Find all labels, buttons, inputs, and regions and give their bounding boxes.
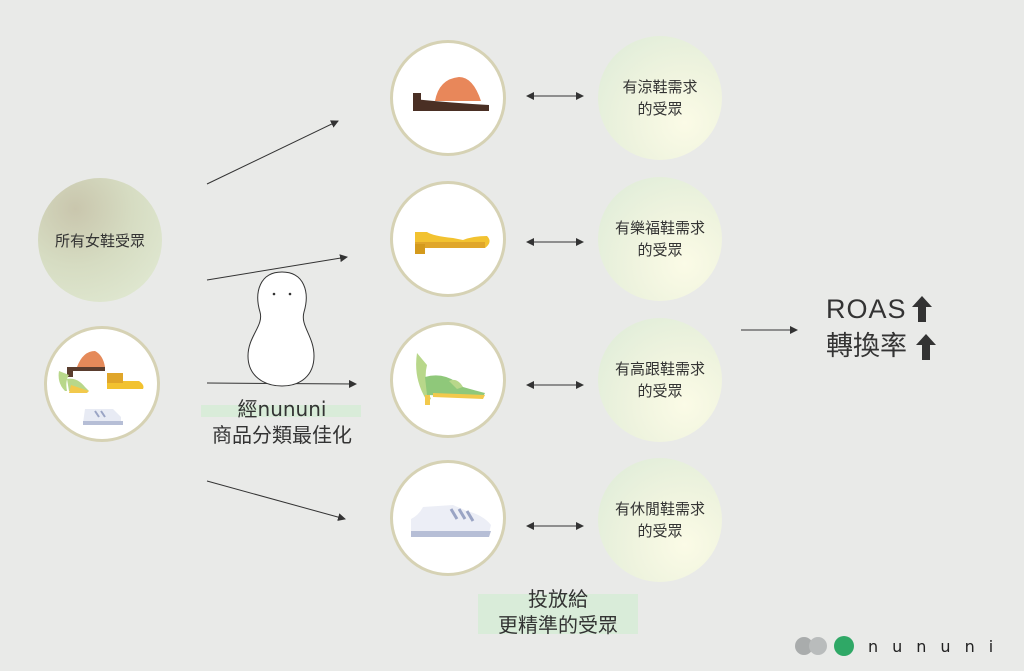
sandal-circle — [390, 40, 506, 156]
high-heel-icon — [393, 325, 503, 435]
all-audience-label: 所有女鞋受眾 — [55, 230, 145, 251]
loafer-audience-circle: 有樂福鞋需求的受眾 — [598, 177, 722, 301]
brand-name: nununi — [868, 637, 1007, 656]
roas-label: ROAS — [826, 290, 907, 328]
up-arrow-icon — [911, 295, 933, 323]
delivery-line2: 更精準的受眾 — [468, 612, 648, 638]
brand-dots-icon — [794, 634, 856, 658]
mascot-icon — [244, 270, 320, 388]
sneaker-circle — [390, 460, 506, 576]
all-audience-circle: 所有女鞋受眾 — [38, 178, 162, 302]
roas-row: ROAS — [826, 290, 986, 328]
arrow-to-sandal — [207, 121, 338, 184]
sneaker-audience-circle: 有休閒鞋需求的受眾 — [598, 458, 722, 582]
loafer-circle — [390, 181, 506, 297]
delivery-line1: 投放給 — [468, 586, 648, 612]
loafer-audience-label: 有樂福鞋需求的受眾 — [610, 217, 710, 261]
loafer-icon — [393, 184, 503, 294]
up-arrow-icon — [915, 333, 937, 361]
sneaker-icon — [393, 463, 503, 573]
heel-audience-circle: 有高跟鞋需求的受眾 — [598, 318, 722, 442]
delivery-label: 投放給 更精準的受眾 — [468, 586, 648, 638]
process-line1: 經nununi — [196, 396, 368, 422]
brand-logo: nununi — [794, 634, 1014, 658]
process-label: 經nununi 商品分類最佳化 — [196, 396, 368, 448]
sandal-icon — [393, 43, 503, 153]
sandal-audience-label: 有涼鞋需求的受眾 — [610, 76, 710, 120]
mixed-shoes-icon — [47, 329, 157, 439]
heel-audience-label: 有高跟鞋需求的受眾 — [610, 358, 710, 402]
mixed-shoes-circle — [44, 326, 160, 442]
process-line2: 商品分類最佳化 — [196, 422, 368, 448]
high-heel-circle — [390, 322, 506, 438]
result-block: ROAS 轉換率 — [826, 290, 986, 366]
conversion-label: 轉換率 — [826, 328, 907, 366]
arrow-to-sneaker — [207, 481, 345, 519]
conversion-row: 轉換率 — [826, 328, 986, 366]
sneaker-audience-label: 有休閒鞋需求的受眾 — [610, 498, 710, 542]
sandal-audience-circle: 有涼鞋需求的受眾 — [598, 36, 722, 160]
